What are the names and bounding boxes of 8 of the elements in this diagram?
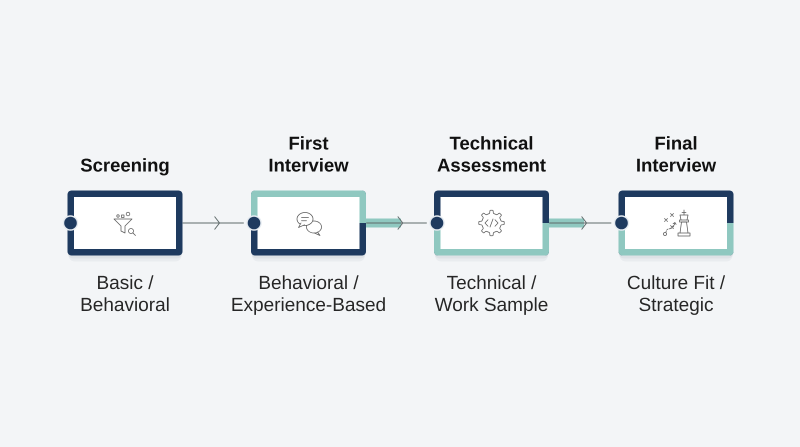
step-caption: Technical / Work Sample [434,275,548,315]
step-title: Final Interview [637,136,716,172]
step-title: First Interview [270,136,349,172]
step-caption: Culture Fit / Strategic [628,275,726,315]
step-title: Screening [80,158,168,176]
step-title: Technical Assessment [437,136,546,172]
step-caption: Behavioral / Experience-Based [232,275,385,315]
step-caption: Basic / Behavioral [82,275,169,312]
